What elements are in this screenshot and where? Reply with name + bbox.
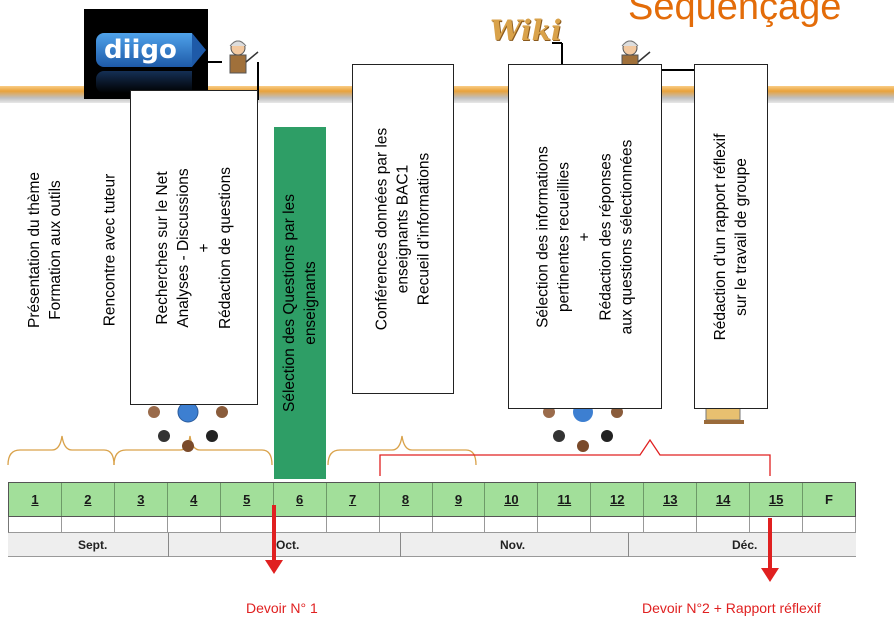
activity-info-selection-line3: Rédaction des réponses [597, 152, 615, 321]
week-cell: 8 [380, 483, 433, 516]
week-cell: 9 [433, 483, 486, 516]
month-row: Sept. Oct. Nov. Déc. [8, 533, 856, 557]
activity-reflexive-report-line2: sur le travail de groupe [733, 157, 750, 316]
deadline-arrowhead-2 [761, 568, 779, 582]
week-cell: F [825, 492, 833, 507]
activity-presentation: Présentation du thème Formation aux outi… [6, 105, 84, 395]
week-cell: 7 [327, 483, 380, 516]
activity-research-line2: Analyses - Discussions [175, 167, 192, 328]
activity-info-selection-line1: Sélection des informations [534, 145, 552, 328]
month-nov: Nov. [500, 538, 526, 552]
week-cell: 12 [591, 483, 645, 516]
activity-conferences-line2: enseignants BAC1 [394, 164, 412, 294]
timeline-grid-row [8, 517, 856, 533]
week-cell: 4 [168, 483, 221, 516]
week-cell: 14 [697, 483, 751, 516]
activity-conferences: Conférences données par les enseignants … [352, 64, 454, 394]
week-cell: 1 [9, 483, 62, 516]
activity-conferences-line3: Recueil d’informations [415, 152, 433, 306]
month-sept: Sept. [78, 538, 108, 552]
activity-question-selection: Sélection des Questions par les enseigna… [274, 127, 326, 479]
activity-conferences-line1: Conférences données par les [373, 127, 391, 331]
activity-research-plus: + [196, 242, 213, 253]
week-cell: 2 [62, 483, 115, 516]
deadline-arrow-2 [768, 518, 772, 570]
activity-reflexive-report-line1: Rédaction d’un rapport réflexif [712, 133, 729, 340]
activity-info-selection-line4: aux questions sélectionnées [618, 139, 636, 334]
deadline-label-1: Devoir N° 1 [246, 600, 318, 616]
week-cell: 11 [538, 483, 592, 516]
week-cell: 15 [750, 483, 804, 516]
page-title: Séquençage [628, 0, 842, 28]
week-timeline: 1 2 3 4 5 6 7 8 9 10 11 12 13 14 15 F [8, 482, 856, 517]
week-cell: 6 [274, 483, 327, 516]
week-cell: 3 [115, 483, 168, 516]
deadline-label-2: Devoir N°2 + Rapport réflexif [642, 600, 821, 616]
month-dec: Déc. [732, 538, 758, 552]
deadline-arrowhead-1 [265, 560, 283, 574]
wiki-logo: Wiki [490, 14, 562, 47]
month-oct: Oct. [276, 538, 300, 552]
activity-research: Recherches sur le Net Analyses - Discuss… [130, 90, 258, 405]
diigo-logo-text: diigo [104, 35, 177, 65]
activity-info-selection-line2: pertinentes recueillies [555, 161, 573, 312]
activity-tutor-meeting: Rencontre avec tuteur [90, 105, 130, 395]
deadline-arrow-1 [272, 505, 276, 561]
week-cell: 13 [644, 483, 698, 516]
activity-question-selection-line1: Sélection des Questions par les [281, 194, 298, 412]
activity-info-selection-plus: + [576, 231, 594, 242]
activity-reflexive-report: Rédaction d’un rapport réflexif sur le t… [694, 64, 768, 409]
activity-tutor-meeting-line1: Rencontre avec tuteur [101, 173, 119, 327]
diigo-logo: diigo [84, 9, 208, 99]
activity-info-selection: Sélection des informations pertinentes r… [508, 64, 662, 409]
activity-presentation-line1: Présentation du thème [26, 172, 43, 328]
week-cell: 5 [221, 483, 274, 516]
activity-research-line3: Rédaction de questions [217, 166, 234, 329]
activity-question-selection-line2: enseignants [302, 261, 319, 345]
activity-presentation-line2: Formation aux outils [47, 180, 64, 320]
week-cell: 10 [485, 483, 539, 516]
activity-research-line1: Recherches sur le Net [154, 170, 171, 325]
